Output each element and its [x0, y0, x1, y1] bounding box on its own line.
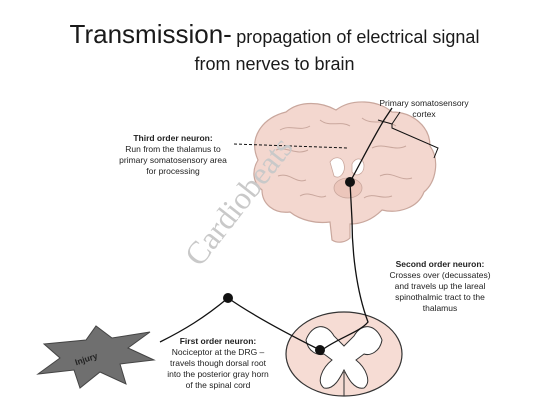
second-order-label: Second order neuron: Crosses over (decus…: [389, 259, 490, 313]
brain-folds: [275, 117, 413, 199]
cortex-leader-line: [391, 111, 401, 125]
third-order-label: Third order neuron: Run from the thalamu…: [119, 133, 227, 176]
first-order-line-3: into the posterior gray horn: [167, 369, 269, 379]
third-order-neuron-path: [349, 107, 393, 183]
second-order-neuron-path: [321, 181, 369, 351]
title-line2: from nerves to brain: [194, 53, 355, 74]
second-order-line-1: Crosses over (decussates): [389, 270, 490, 280]
second-order-line-2: and travels up the lareal: [395, 281, 486, 291]
first-order-line-4: of the spinal cord: [186, 380, 251, 390]
cortex-label-line-2: cortex: [412, 109, 436, 119]
spinal-synapse-dot: [315, 345, 325, 355]
injury-marker: Injury: [36, 325, 156, 389]
injury-star: [36, 325, 156, 389]
first-order-label: First order neuron: Nociceptor at the DR…: [167, 336, 269, 390]
spinal-cord-illustration: [285, 311, 403, 397]
third-order-heading: Third order neuron:: [133, 133, 213, 143]
brain-cerebrum: [253, 101, 437, 243]
second-order-heading: Second order neuron:: [396, 259, 485, 269]
brain-illustration: [253, 101, 437, 243]
neuron-paths: [159, 107, 393, 355]
cortex-label: Primary somatosensory cortex: [379, 98, 469, 119]
second-order-line-3: spinothalmic tract to the: [395, 292, 485, 302]
first-order-heading: First order neuron:: [180, 336, 257, 346]
third-order-leader-line: [233, 143, 349, 149]
cortex-bracket: [377, 119, 439, 159]
first-order-line-2: travels though dorsal root: [170, 358, 267, 368]
cortex-label-line-1: Primary somatosensory: [379, 98, 469, 108]
slide-title: Transmission- propagation of electrical …: [0, 18, 549, 75]
third-order-line-3: for processing: [146, 166, 200, 176]
second-order-line-4: thalamus: [423, 303, 458, 313]
title-main: Transmission-: [69, 19, 232, 49]
third-order-line-1: Run from the thalamus to: [125, 144, 221, 154]
dorsal-root-ganglion-dot: [223, 293, 233, 303]
gray-matter: [305, 326, 383, 389]
thalamus-synapse-dot: [345, 177, 355, 187]
first-order-line-1: Nociceptor at the DRG –: [172, 347, 265, 357]
third-order-line-2: primary somatosensory area: [119, 155, 227, 165]
title-rest: propagation of electrical signal: [236, 27, 480, 47]
